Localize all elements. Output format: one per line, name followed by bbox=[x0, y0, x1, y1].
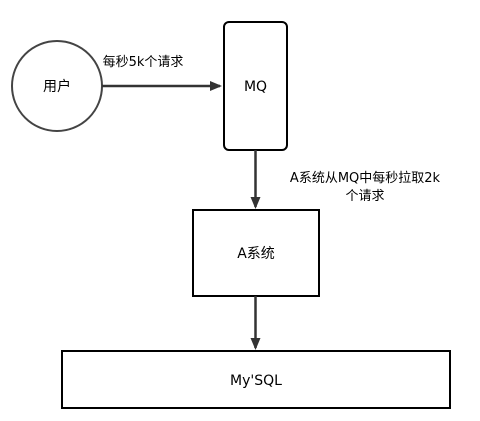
mysql-node: My'SQL bbox=[61, 350, 451, 409]
system-a-node-label: A系统 bbox=[237, 246, 275, 262]
system-a-node: A系统 bbox=[192, 209, 320, 297]
mq-node: MQ bbox=[223, 21, 288, 151]
mq-node-label: MQ bbox=[244, 79, 267, 95]
user-node-label: 用户 bbox=[43, 78, 71, 95]
edge-mq-to-system-a: A系统从MQ中每秒拉取2k 个请求 bbox=[250, 150, 441, 209]
edge-mq-to-system-a-label-line1: A系统从MQ中每秒拉取2k bbox=[290, 170, 441, 186]
mysql-node-label: My'SQL bbox=[230, 373, 282, 389]
system-a-node-shape bbox=[192, 209, 320, 297]
edge-user-to-mq-label: 每秒5k个请求 bbox=[103, 54, 184, 70]
edge-user-to-mq: 每秒5k个请求 bbox=[102, 54, 222, 91]
mysql-node-shape bbox=[61, 350, 451, 409]
edge-mq-to-system-a-label-line2: 个请求 bbox=[345, 189, 384, 204]
user-node: 用户 bbox=[11, 40, 103, 132]
